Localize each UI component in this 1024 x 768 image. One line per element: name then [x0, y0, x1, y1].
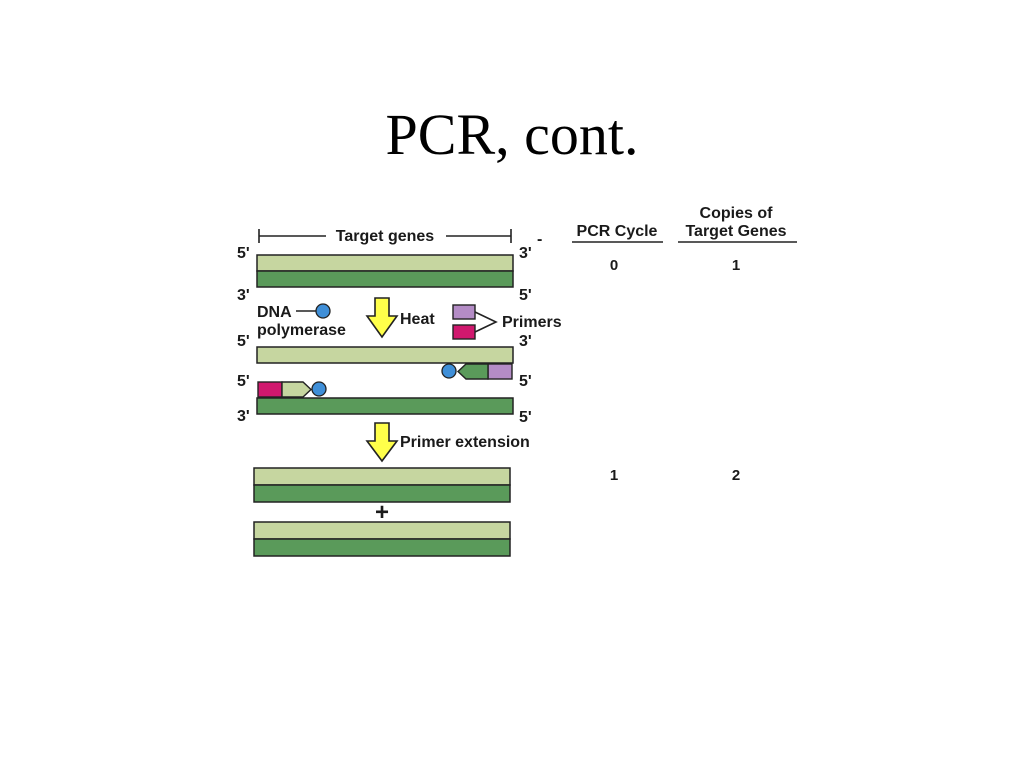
- strand-end-label: 5': [237, 373, 250, 390]
- polymerase-icon: [441, 363, 457, 379]
- primers-label: Primers: [502, 314, 562, 331]
- strand-end-label: 5': [519, 373, 532, 390]
- primer-purple-bound: [487, 363, 513, 380]
- table-cell-copies: 2: [732, 467, 740, 484]
- plus-sign: +: [375, 499, 389, 526]
- table-cell-cycle: 0: [610, 257, 618, 274]
- heat-label: Heat: [400, 311, 435, 328]
- strand-end-label: 3': [237, 408, 250, 425]
- template-strand-dark: [256, 270, 514, 288]
- primer-pink-bound: [257, 381, 283, 398]
- polymerase-icon: [311, 381, 327, 397]
- strand-end-label: 5': [519, 287, 532, 304]
- primer-pink-icon: [452, 324, 476, 340]
- product2-strand-light: [253, 521, 511, 540]
- copies-header-line2: Target Genes: [685, 223, 786, 240]
- template-strand-light: [256, 254, 514, 272]
- table-cell-copies: 1: [732, 257, 740, 274]
- product1-strand-dark: [253, 484, 511, 503]
- strand-end-label: 5': [519, 409, 532, 426]
- dna-label: DNA: [257, 304, 292, 321]
- primer-purple-icon: [452, 304, 476, 320]
- extension-arrow-left: [456, 363, 489, 380]
- strand-end-label: 5': [237, 245, 250, 262]
- strand-end-label: 3': [519, 245, 532, 262]
- separated-strand-dark: [256, 397, 514, 415]
- copies-header-line1: Copies of: [700, 205, 774, 222]
- extension-arrow-right: [281, 381, 313, 398]
- heat-arrow-icon: [365, 297, 399, 339]
- slide-title: PCR, cont.: [385, 102, 639, 167]
- target-genes-bracket: [258, 229, 512, 243]
- table-cell-cycle: 1: [610, 467, 618, 484]
- polymerase-label: polymerase: [257, 322, 346, 339]
- tick-mark: -: [537, 231, 542, 248]
- pcr-cycle-header: PCR Cycle: [577, 223, 658, 240]
- primer-extension-label: Primer extension: [400, 434, 530, 451]
- separated-strand-light: [256, 346, 514, 364]
- strand-end-label: 5': [237, 333, 250, 350]
- strand-end-label: 3': [237, 287, 250, 304]
- polymerase-icon: [315, 303, 331, 319]
- extension-arrow-icon: [365, 422, 399, 463]
- target-genes-label: Target genes: [336, 228, 435, 245]
- product1-strand-light: [253, 467, 511, 486]
- product2-strand-dark: [253, 538, 511, 557]
- strand-end-label: 3': [519, 333, 532, 350]
